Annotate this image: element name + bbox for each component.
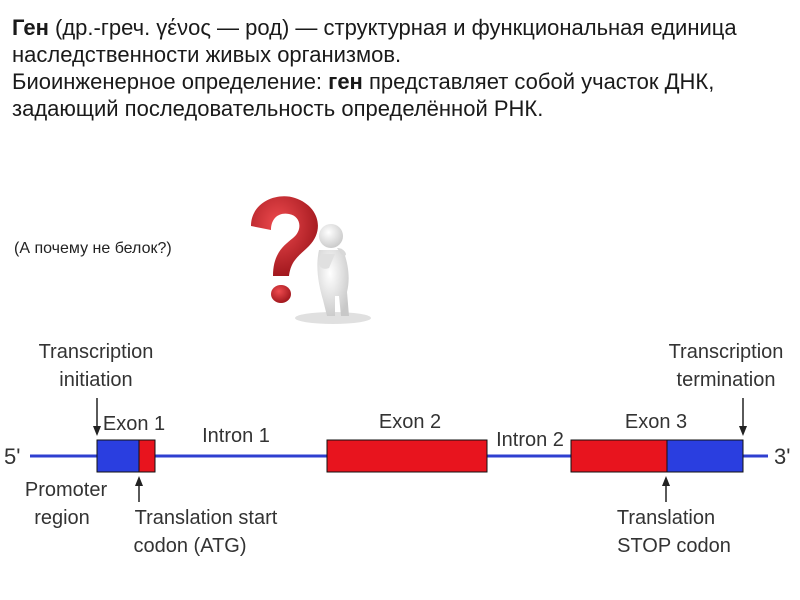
definition-2-rest: представляет собой участок ДНК, задающий…: [12, 69, 715, 121]
transcription-termination-label-2: termination: [677, 369, 776, 391]
term-gene-2: ген: [328, 69, 363, 94]
exon3-utr-block: [666, 439, 744, 473]
translation-stop-arrowhead: [662, 476, 670, 486]
translation-start-arrowhead: [135, 476, 143, 486]
transcription-initiation-label-2: initiation: [59, 369, 132, 391]
definition-paragraph-2: Биоинженерное определение: ген представл…: [12, 68, 792, 122]
transcription-termination-label-1: Transcription: [669, 341, 784, 363]
exon2-block: [326, 439, 488, 473]
exon3-label: Exon 3: [625, 411, 687, 433]
definition-2-start: Биоинженерное определение:: [12, 69, 329, 94]
exon1-utr-block: [96, 439, 140, 473]
exon1-coding-block: [138, 439, 156, 473]
question-note: (А почему не белок?): [14, 240, 172, 257]
promoter-label-2: region: [34, 507, 90, 529]
intron2-label: Intron 2: [496, 429, 564, 451]
translation-start-label-1: Translation start: [135, 507, 278, 529]
intron1-label: Intron 1: [202, 425, 270, 447]
three-prime-label: 3': [774, 444, 790, 469]
translation-start-label-2: codon (ATG): [134, 535, 247, 557]
transcription-termination-arrowhead: [739, 426, 747, 436]
transcription-initiation-label-1: Transcription: [39, 341, 154, 363]
promoter-label-1: Promoter: [25, 479, 108, 501]
gene-structure-diagram: 5' 3' Transcription initiation Transcrip…: [4, 341, 790, 557]
exon1-label: Exon 1: [103, 413, 165, 435]
translation-stop-label-2: STOP codon: [617, 535, 731, 557]
exon2-label: Exon 2: [379, 411, 441, 433]
definition-paragraph-1: Ген (др.-греч. γένος — род) — структурна…: [12, 14, 792, 68]
translation-stop-label-1: Translation: [617, 507, 715, 529]
definition-text: Ген (др.-греч. γένος — род) — структурна…: [12, 14, 792, 122]
thinking-person-question-icon: [251, 196, 371, 324]
five-prime-label: 5': [4, 444, 20, 469]
term-gene: Ген: [12, 15, 49, 40]
definition-1-text: (др.-греч. γένος — род) — структурная и …: [12, 15, 737, 67]
exon3-coding-block: [570, 439, 668, 473]
transcription-initiation-arrowhead: [93, 426, 101, 436]
